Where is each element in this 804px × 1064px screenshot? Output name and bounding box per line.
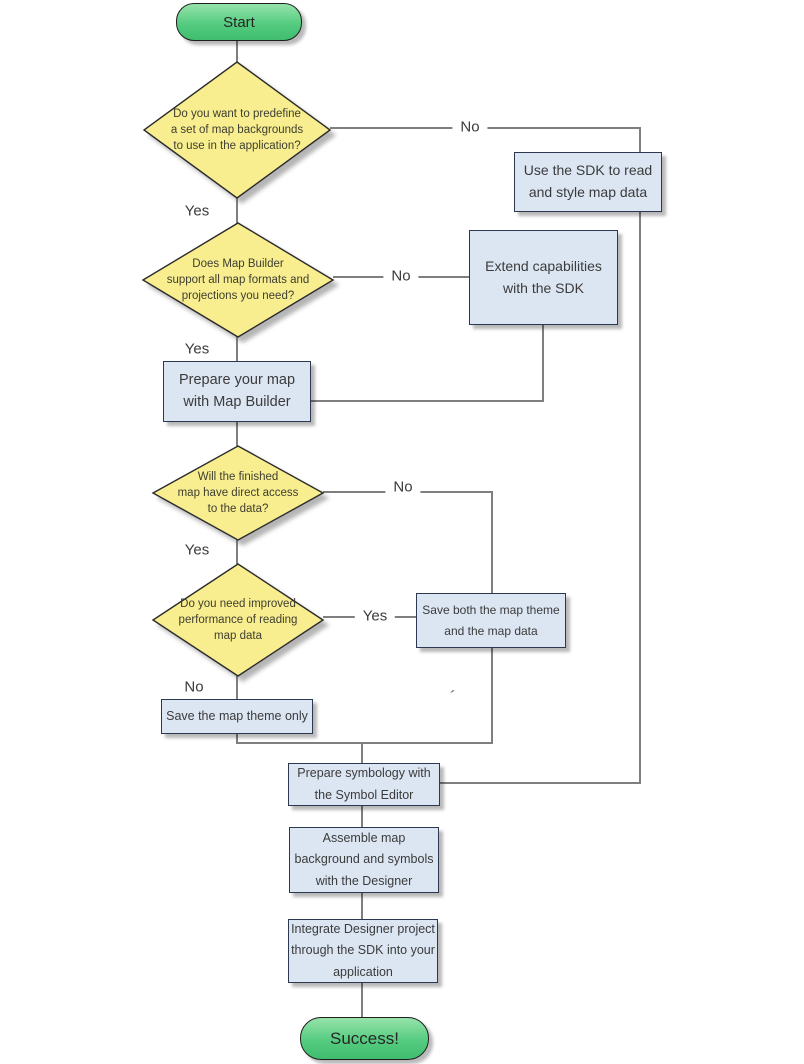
start-node: Start xyxy=(176,3,302,41)
process-prepare-symbology: Prepare symbology with the Symbol Editor xyxy=(288,763,440,806)
diamond-shape-icon xyxy=(151,563,325,677)
connector-mapbuilder-yes xyxy=(236,337,238,363)
connector-prepare-to-directaccess xyxy=(236,422,238,446)
connector-saveboth-down xyxy=(491,647,493,744)
diamond-shape-icon xyxy=(151,445,325,541)
process-save-both: Save both the map theme and the map data xyxy=(416,593,566,648)
decision-mapbuilder-text: Does Map Builder support all map formats… xyxy=(166,257,310,303)
connector-performance-no xyxy=(236,676,238,700)
edge-label-performance-no: No xyxy=(176,678,212,696)
edge-label-directaccess-no: No xyxy=(385,478,421,496)
connector-predefine-yes xyxy=(236,198,238,224)
edge-label-performance-yes: Yes xyxy=(354,607,396,625)
process-save-both-label: Save both the map theme and the map data xyxy=(422,602,560,638)
connector-extend-to-prepare xyxy=(311,400,544,402)
connector-symbology-right xyxy=(440,782,641,784)
edge-label-predefine-yes: Yes xyxy=(176,202,218,220)
diamond-shape-icon xyxy=(141,222,335,338)
connector-start-to-predefine xyxy=(236,39,238,63)
start-label: Start xyxy=(223,13,255,31)
decision-predefine-text: Do you want to predefine a set of map ba… xyxy=(170,107,304,153)
process-use-sdk-read-style: Use the SDK to read and style map data xyxy=(514,152,662,212)
edge-label-predefine-no: No xyxy=(452,118,488,136)
decision-performance-text: Do you need improved performance of read… xyxy=(178,597,298,643)
success-label: Success! xyxy=(330,1028,399,1048)
connector-directaccess-no-vertical xyxy=(491,491,493,594)
success-node: Success! xyxy=(300,1017,429,1060)
connector-assemble-to-integrate xyxy=(361,893,363,920)
process-save-theme-only-label: Save the map theme only xyxy=(166,708,308,723)
connector-merge-bus xyxy=(236,742,493,744)
connector-bus-to-symbology xyxy=(361,742,363,764)
process-prepare-symbology-label: Prepare symbology with the Symbol Editor xyxy=(297,766,431,802)
decision-mapbuilder-support: Does Map Builder support all map formats… xyxy=(141,222,335,338)
connector-directaccess-yes xyxy=(236,540,238,564)
process-prepare-map: Prepare your map with Map Builder xyxy=(163,361,311,422)
edge-label-directaccess-yes: Yes xyxy=(176,541,218,559)
decision-direct-access-text: Will the finished map have direct access… xyxy=(177,470,299,516)
process-extend-capabilities: Extend capabilities with the SDK xyxy=(469,230,618,325)
process-save-theme-only: Save the map theme only xyxy=(161,699,313,734)
diamond-shape-icon xyxy=(142,61,332,199)
process-extend-capabilities-label: Extend capabilities with the SDK xyxy=(485,257,602,296)
process-use-sdk-read-style-label: Use the SDK to read and style map data xyxy=(523,162,653,200)
process-integrate-designer-label: Integrate Designer project through the S… xyxy=(291,922,435,979)
decision-predefine-backgrounds: Do you want to predefine a set of map ba… xyxy=(142,61,332,199)
process-assemble-map: Assemble map background and symbols with… xyxy=(289,827,439,893)
stray-tick-mark: ´ xyxy=(450,688,455,705)
decision-direct-access: Will the finished map have direct access… xyxy=(151,445,325,541)
edge-label-mapbuilder-yes: Yes xyxy=(176,340,218,358)
connector-extend-down xyxy=(542,325,544,402)
connector-right-vertical xyxy=(639,127,641,784)
connector-symbology-to-assemble xyxy=(361,806,363,828)
edge-label-mapbuilder-no: No xyxy=(383,267,419,285)
connector-savetheme-down xyxy=(236,734,238,744)
process-prepare-map-label: Prepare your map with Map Builder xyxy=(178,371,296,410)
connector-integrate-to-success xyxy=(361,983,363,1018)
decision-performance: Do you need improved performance of read… xyxy=(151,563,325,677)
process-assemble-map-label: Assemble map background and symbols with… xyxy=(294,831,434,888)
process-integrate-designer: Integrate Designer project through the S… xyxy=(288,919,438,983)
